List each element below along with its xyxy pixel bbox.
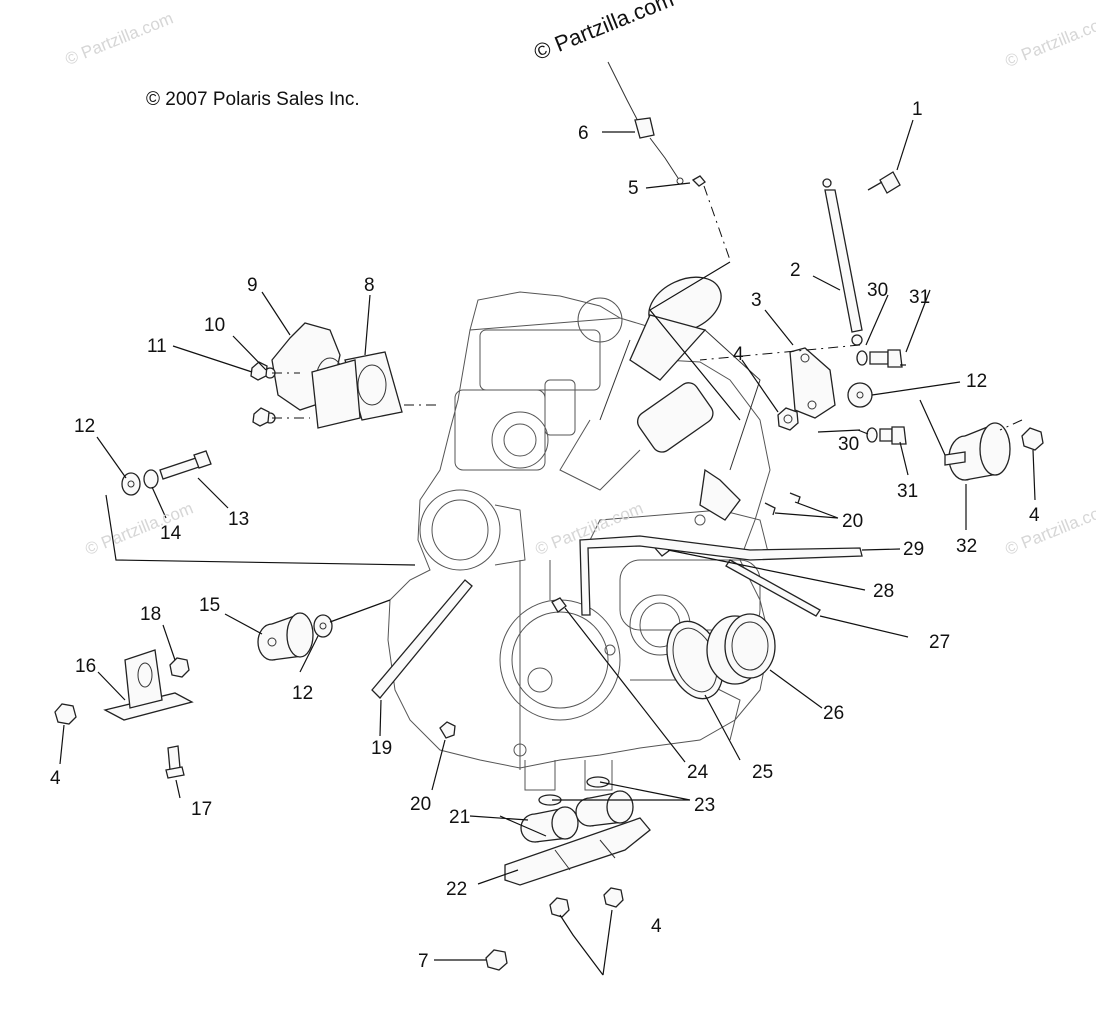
part-14-washer bbox=[143, 469, 159, 489]
callout-6: 6 bbox=[578, 123, 589, 144]
callout-9: 9 bbox=[247, 275, 258, 296]
callout-32: 32 bbox=[956, 536, 977, 557]
callout-28: 28 bbox=[873, 581, 894, 602]
part-17-bolt bbox=[165, 745, 185, 779]
part-32-mount bbox=[944, 422, 1011, 481]
part-29-tube bbox=[579, 535, 863, 616]
callout-16: 16 bbox=[75, 656, 96, 677]
part-30-washer bbox=[856, 350, 878, 443]
part-27-hose bbox=[725, 559, 821, 617]
part-22-cradle bbox=[504, 817, 651, 886]
callout-14: 14 bbox=[160, 523, 182, 544]
part-4-nut-d bbox=[549, 887, 624, 918]
part-4-nut-b bbox=[1021, 427, 1044, 451]
callout-4-a: 4 bbox=[733, 344, 744, 365]
part-18-nut bbox=[169, 657, 190, 678]
part-21-mount-pads bbox=[520, 790, 634, 843]
callout-26: 26 bbox=[823, 703, 844, 724]
callout-25: 25 bbox=[752, 762, 773, 783]
part-16-bracket bbox=[103, 649, 194, 721]
callout-29: 29 bbox=[903, 539, 924, 560]
part-12-washer-c bbox=[313, 614, 333, 638]
callout-22: 22 bbox=[446, 879, 467, 900]
callout-2: 2 bbox=[790, 260, 801, 281]
callout-5: 5 bbox=[628, 178, 639, 199]
callout-21: 21 bbox=[449, 807, 470, 828]
part-13-bolt bbox=[159, 450, 212, 480]
part-20-screw bbox=[439, 492, 801, 739]
part-9-housing bbox=[271, 322, 361, 429]
part-11-nut bbox=[250, 361, 270, 427]
part-31-bolt bbox=[869, 349, 907, 445]
part-24-fitting bbox=[551, 597, 567, 613]
callout-12-b: 12 bbox=[74, 416, 95, 437]
callout-12-c: 12 bbox=[292, 683, 313, 704]
callout-19: 19 bbox=[371, 738, 392, 759]
callout-30-b: 30 bbox=[838, 434, 859, 455]
part-4-nut-a bbox=[777, 407, 799, 431]
callout-12-a: 12 bbox=[966, 371, 987, 392]
callout-8: 8 bbox=[364, 275, 375, 296]
callout-30-a: 30 bbox=[867, 280, 888, 301]
part-2-rod bbox=[822, 178, 863, 346]
callout-13: 13 bbox=[228, 509, 249, 530]
part-12-washer-b bbox=[121, 472, 141, 496]
callout-27: 27 bbox=[929, 632, 950, 653]
callout-4-b: 4 bbox=[1029, 505, 1040, 526]
callout-7: 7 bbox=[418, 951, 429, 972]
callout-15: 15 bbox=[199, 595, 220, 616]
callout-20-a: 20 bbox=[410, 794, 431, 815]
callout-11: 11 bbox=[147, 336, 167, 357]
part-4-nut-c bbox=[54, 703, 77, 725]
part-12-washer-a bbox=[847, 382, 873, 408]
part-19-hose bbox=[371, 579, 473, 699]
callout-3: 3 bbox=[751, 290, 762, 311]
part-1-bolt bbox=[867, 171, 901, 194]
callout-10: 10 bbox=[204, 315, 225, 336]
callout-4-c: 4 bbox=[50, 768, 61, 789]
callout-20-b: 20 bbox=[842, 511, 863, 532]
part-5-nut bbox=[691, 175, 706, 187]
part-3-bracket bbox=[789, 347, 836, 419]
part-6-cable bbox=[607, 61, 684, 185]
callout-24: 24 bbox=[687, 762, 709, 783]
callout-18: 18 bbox=[140, 604, 161, 625]
part-7-nut bbox=[485, 949, 508, 971]
callout-17: 17 bbox=[191, 799, 212, 820]
callout-31-b: 31 bbox=[897, 481, 918, 502]
callout-4-d: 4 bbox=[651, 916, 662, 937]
callout-23: 23 bbox=[694, 795, 715, 816]
copyright-text: © 2007 Polaris Sales Inc. bbox=[146, 89, 360, 110]
assembly-lines bbox=[105, 185, 1023, 623]
callout-1: 1 bbox=[912, 99, 923, 120]
callout-labels: 1 2 3 4 4 4 4 5 6 7 8 9 10 11 12 12 12 1… bbox=[50, 99, 1040, 972]
callout-31-a: 31 bbox=[909, 287, 930, 308]
leader-lines bbox=[59, 119, 1036, 976]
part-15-mount bbox=[257, 612, 314, 661]
part-26-boot bbox=[706, 613, 776, 685]
air-intake-assembly bbox=[599, 276, 761, 521]
